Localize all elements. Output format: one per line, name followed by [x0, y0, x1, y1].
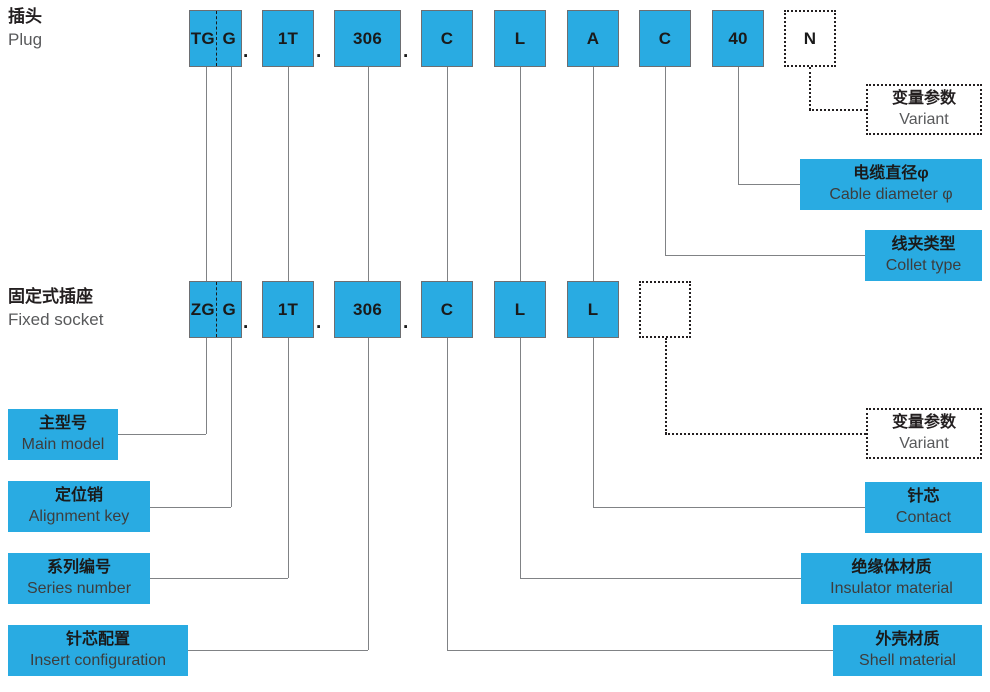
label-alignment-key-cn: 定位销: [54, 487, 103, 504]
connector-variant-top-horizontal: [809, 109, 866, 111]
connector-collet-type-horizontal: [665, 255, 865, 256]
label-cable-diameter[interactable]: 电缆直径φ Cable diameter φ: [800, 159, 982, 210]
separator-dot-4: ·: [243, 317, 250, 338]
label-collet-type-cn: 线夹类型: [891, 236, 956, 253]
label-collet-type-en: Collet type: [885, 257, 962, 274]
row-heading-fixed-socket: 固定式插座 Fixed socket: [8, 286, 103, 331]
row-heading-fixed-socket-en: Fixed socket: [8, 310, 104, 329]
connector-insulator-horizontal: [520, 578, 801, 579]
label-alignment-key-en: Alignment key: [28, 508, 130, 525]
separator-dot-5: ·: [316, 317, 323, 338]
socket-segment-main-model[interactable]: ZG G: [189, 281, 242, 338]
socket-segment-variant[interactable]: [639, 281, 691, 338]
connector-main-model-horizontal: [118, 434, 206, 435]
label-series-number-cn: 系列编号: [46, 559, 111, 576]
plug-alignment-key-value: G: [216, 11, 241, 66]
label-series-number-en: Series number: [26, 580, 132, 597]
connector-series-number-down: [288, 338, 289, 578]
label-series-number[interactable]: 系列编号 Series number: [8, 553, 150, 604]
label-contact-cn: 针芯: [907, 488, 940, 505]
label-shell-material-cn: 外壳材质: [875, 631, 940, 648]
separator-dot-1: ·: [243, 46, 250, 67]
label-cable-diameter-cn: 电缆直径φ: [853, 165, 929, 182]
plug-segment-main-model[interactable]: TG G: [189, 10, 242, 67]
connector-insert-config-vertical: [368, 67, 369, 281]
socket-segment-insert-configuration[interactable]: 306: [334, 281, 401, 338]
socket-segment-shell-material[interactable]: C: [421, 281, 473, 338]
label-variant-bottom-en: Variant: [899, 435, 949, 452]
connector-alignment-key-horizontal: [150, 507, 231, 508]
label-collet-type[interactable]: 线夹类型 Collet type: [865, 230, 982, 281]
socket-segment-series-number[interactable]: 1T: [262, 281, 314, 338]
label-variant-top[interactable]: 变量参数 Variant: [866, 84, 982, 135]
row-heading-plug: 插头 Plug: [8, 6, 42, 51]
label-insert-configuration-cn: 针芯配置: [65, 631, 130, 648]
row-heading-fixed-socket-cn: 固定式插座: [8, 287, 93, 306]
label-insert-configuration-en: Insert configuration: [29, 652, 167, 669]
connector-insert-config-horizontal: [188, 650, 368, 651]
connector-insert-config-down: [368, 338, 369, 650]
separator-dot-3: ·: [403, 46, 410, 67]
connector-alignment-key-down: [231, 338, 232, 507]
label-cable-diameter-en: Cable diameter φ: [829, 186, 953, 203]
connector-alignment-key-vertical: [231, 67, 232, 281]
label-main-model-en: Main model: [21, 436, 105, 453]
connector-main-model-vertical: [206, 67, 207, 281]
plug-segment-insert-configuration[interactable]: 306: [334, 10, 401, 67]
label-alignment-key[interactable]: 定位销 Alignment key: [8, 481, 150, 532]
plug-segment-variant[interactable]: N: [784, 10, 836, 67]
label-contact-en: Contact: [895, 509, 952, 526]
label-variant-bottom[interactable]: 变量参数 Variant: [866, 408, 982, 459]
connector-cable-diameter-horizontal: [738, 184, 801, 185]
connector-shell-material-horizontal: [447, 650, 833, 651]
separator-dot-2: ·: [316, 46, 323, 67]
connector-main-model-down: [206, 338, 207, 434]
label-insulator-material-cn: 绝缘体材质: [851, 559, 932, 576]
plug-segment-insulator-material[interactable]: L: [494, 10, 546, 67]
plug-segment-cable-diameter[interactable]: 40: [712, 10, 764, 67]
plug-segment-collet-type[interactable]: C: [639, 10, 691, 67]
label-main-model-cn: 主型号: [38, 415, 87, 432]
label-insulator-material[interactable]: 绝缘体材质 Insulator material: [801, 553, 982, 604]
connector-insulator-down: [520, 338, 521, 578]
plug-main-model-value: TG: [190, 28, 215, 48]
socket-main-model-value: ZG: [190, 299, 215, 319]
label-shell-material-en: Shell material: [859, 652, 956, 669]
row-heading-plug-cn: 插头: [8, 7, 42, 26]
socket-segment-contact[interactable]: L: [567, 281, 619, 338]
connector-collet-type-vertical: [665, 67, 666, 255]
connector-shell-material-vertical: [447, 67, 448, 281]
socket-segment-insulator-material[interactable]: L: [494, 281, 546, 338]
connector-contact-vertical: [593, 67, 594, 281]
connector-series-number-vertical: [288, 67, 289, 281]
connector-contact-horizontal: [593, 507, 865, 508]
socket-alignment-key-value: G: [216, 282, 241, 337]
label-variant-top-en: Variant: [899, 111, 949, 128]
connector-variant-top-vertical: [809, 67, 811, 110]
plug-segment-shell-material[interactable]: C: [421, 10, 473, 67]
connector-variant-bottom-vertical: [665, 338, 667, 434]
label-variant-top-cn: 变量参数: [891, 90, 956, 107]
connector-contact-down: [593, 338, 594, 507]
label-main-model[interactable]: 主型号 Main model: [8, 409, 118, 460]
connector-series-number-horizontal: [150, 578, 288, 579]
plug-segment-series-number[interactable]: 1T: [262, 10, 314, 67]
plug-segment-contact[interactable]: A: [567, 10, 619, 67]
separator-dot-6: ·: [403, 317, 410, 338]
label-contact[interactable]: 针芯 Contact: [865, 482, 982, 533]
label-shell-material[interactable]: 外壳材质 Shell material: [833, 625, 982, 676]
connector-shell-material-down: [447, 338, 448, 650]
row-heading-plug-en: Plug: [8, 30, 43, 49]
label-variant-bottom-cn: 变量参数: [891, 414, 956, 431]
connector-insulator-vertical: [520, 67, 521, 281]
connector-cable-diameter-vertical: [738, 67, 739, 184]
label-insert-configuration[interactable]: 针芯配置 Insert configuration: [8, 625, 188, 676]
connector-variant-bottom-horizontal: [665, 433, 866, 435]
label-insulator-material-en: Insulator material: [830, 580, 953, 597]
